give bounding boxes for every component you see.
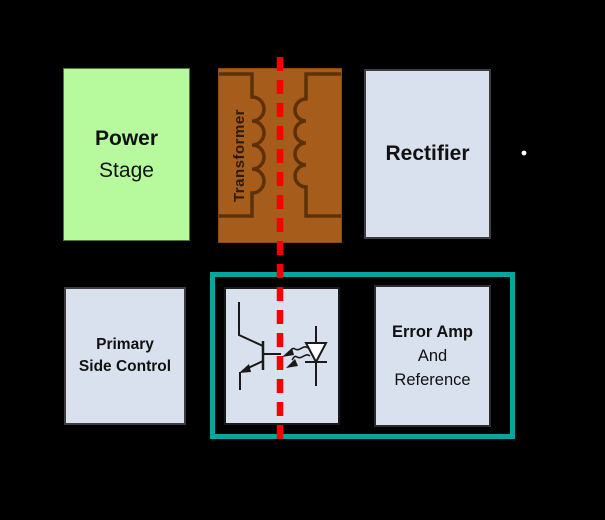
rectifier-label: Rectifier <box>385 142 470 165</box>
primary-side-label-line2: Side Control <box>78 358 172 375</box>
power-stage-label-line1: Power <box>94 126 159 150</box>
rectifier-block: Rectifier <box>364 69 491 239</box>
primary-side-label-line1: Primary <box>96 336 154 353</box>
transformer-block: Transformer <box>218 68 342 243</box>
optocoupler-block <box>224 287 340 425</box>
feedback-loop-outline <box>210 272 515 439</box>
white-dot <box>521 150 527 156</box>
transformer-label: Transformer <box>231 108 249 203</box>
error-amp-block: Error Amp And Reference <box>374 285 491 427</box>
error-amp-label-line2: And <box>417 347 448 365</box>
error-amp-label-line1: Error Amp <box>392 323 473 341</box>
power-stage-label-line2: Stage <box>99 158 154 182</box>
primary-side-control-block: Primary Side Control <box>64 287 186 425</box>
power-stage-block: Power Stage <box>63 68 190 241</box>
error-amp-label-line3: Reference <box>394 371 471 389</box>
